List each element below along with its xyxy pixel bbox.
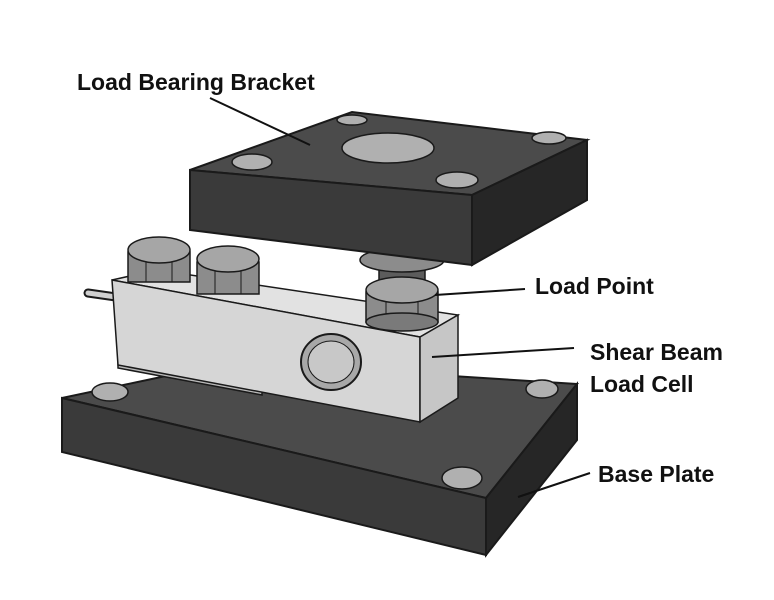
bolt-top (196, 245, 260, 273)
bolt-hole (435, 171, 479, 189)
label-base-plate: Base Plate (598, 461, 715, 487)
mounting-pin-highlight (85, 290, 119, 300)
leader-line-load-point (434, 288, 526, 296)
bracket-side-face (471, 138, 588, 267)
leader-line-base-plate (517, 472, 591, 498)
bolt-hole (525, 379, 559, 399)
label-load-bearing-bracket: Load Bearing Bracket (77, 69, 315, 95)
strain-gauge-pocket-inner (307, 340, 355, 384)
bolt-top (127, 236, 191, 264)
bolt-hole (336, 114, 368, 126)
bolt-hole (231, 153, 273, 171)
label-load-point: Load Point (535, 273, 654, 299)
mounting-bolt (127, 236, 191, 283)
leader-line-bracket (209, 97, 311, 146)
label-load-cell-line: Load Cell (590, 371, 694, 397)
label-shear-beam-load-cell: Shear Beam Load Cell (590, 336, 723, 400)
load-point-nut-bottom (365, 312, 439, 332)
bolt-hole (91, 382, 129, 402)
center-bore (341, 132, 435, 164)
bolt-hole (531, 131, 567, 145)
leader-line-load-cell (431, 347, 575, 358)
label-shear-beam-line: Shear Beam (590, 339, 723, 365)
mounting-bolt (196, 245, 260, 295)
base-plate-side-face (485, 381, 578, 558)
load-cell-end-face (419, 313, 459, 424)
bolt-hole (441, 466, 483, 490)
load-point-nut-top (365, 276, 439, 304)
load-bearing-bracket (189, 110, 591, 267)
